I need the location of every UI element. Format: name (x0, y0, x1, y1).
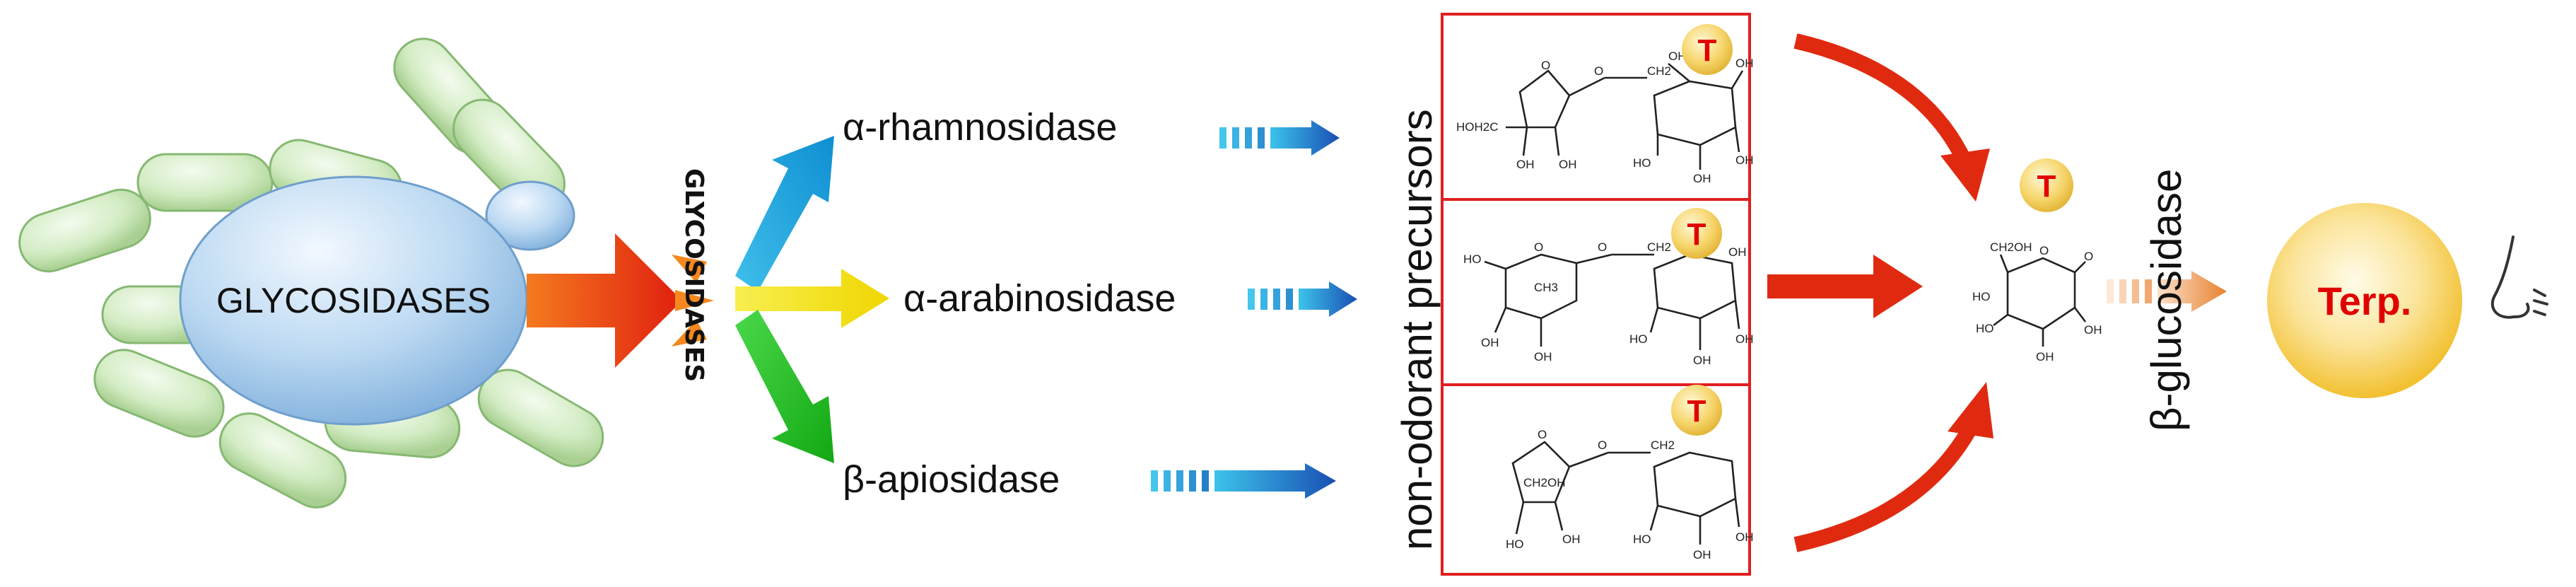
gluc-ho1: HO (1972, 290, 1991, 303)
nose-icon (2491, 236, 2548, 319)
branch-arrows (735, 136, 889, 463)
converging-arrows (1767, 33, 1994, 552)
bacterium (218, 412, 347, 508)
main-arrow (527, 233, 682, 368)
mol3-ch2oh: CH2OH (1523, 476, 1566, 489)
mol2-o2: O (1598, 240, 1607, 254)
curved-arrow-bottom (1793, 420, 1979, 552)
gluc-oh1: OH (2084, 323, 2102, 337)
gluc-o2: O (2084, 250, 2093, 263)
gluc-ho2: HO (1976, 322, 1994, 335)
terpene-marker-3: T (1671, 385, 1722, 436)
mol2-oh3: OH (1735, 332, 1754, 346)
cell-label: GLYCOSIDASES (216, 281, 491, 320)
mol3-oh2: OH (1735, 530, 1754, 544)
enzyme-label-apiosidase: β-apiosidase (843, 458, 1060, 501)
dashed-arrow-2 (1248, 281, 1357, 317)
mol3-ho1: HO (1506, 537, 1524, 551)
terpene-label: Terp. (2318, 279, 2412, 323)
mol3-ch2: CH2 (1651, 438, 1675, 452)
straight-arrow-middle (1767, 255, 1923, 318)
mol1-oh5: OH (1668, 50, 1687, 63)
mol3-o1: O (1538, 428, 1547, 441)
glucoside-molecule: CH2OH O O HO HO OH OH (1972, 240, 2102, 364)
hub-label: GLYCOSIDASES (679, 168, 708, 382)
green-branch-arrow (735, 310, 834, 463)
dashed-arrow-1 (1219, 120, 1340, 156)
terpene-marker-1: T (1682, 24, 1733, 75)
mol1-ho: HO (1633, 156, 1651, 170)
precursor-molecule-3: O CH2 O CH2OH OH HO OH HO OH (1506, 428, 1754, 562)
enzyme-label-arabinosidase: α-arabinosidase (903, 277, 1176, 320)
glucosidase-label: β-glucosidase (2143, 169, 2190, 431)
mol1-oh3: OH (1735, 153, 1754, 167)
mol3-ho2: HO (1633, 533, 1651, 546)
mol1-o1: O (1541, 59, 1550, 72)
mol2-oh1: OH (1481, 336, 1499, 349)
mol1-hoh2c: HOH2C (1456, 120, 1499, 134)
gluc-o1: O (2039, 244, 2049, 257)
mol1-oh1: OH (1559, 158, 1577, 171)
yellow-branch-arrow (735, 269, 889, 328)
svg-text:T: T (1687, 394, 1706, 429)
svg-text:T: T (2037, 169, 2056, 204)
bacteria-cluster: GLYCOSIDASES (18, 37, 604, 508)
mol1-oh4: OH (1693, 172, 1711, 185)
mol1-ch2: CH2 (1647, 64, 1671, 78)
curved-arrow-top (1793, 33, 1972, 166)
bacterium (93, 349, 225, 438)
orange-dashed-arrow (2107, 271, 2227, 312)
mol3-o2: O (1598, 438, 1607, 452)
hub-tips (672, 255, 714, 347)
budding-cell (485, 180, 575, 251)
bacterium (18, 188, 151, 273)
mol1-o2: O (1594, 64, 1603, 78)
precursor-molecule-1: O CH2 O HOH2C OH OH OH OH HO OH OH (1456, 50, 1754, 185)
mol1-oh6: OH (1735, 57, 1754, 70)
mol2-oh2: OH (1534, 350, 1552, 364)
gluc-oh2: OH (2036, 350, 2054, 364)
mol2-ch2: CH2 (1647, 240, 1671, 254)
precursors-label: non-odorant precursors (1393, 109, 1441, 550)
dashed-arrow-3 (1151, 463, 1336, 499)
mol2-oh4: OH (1693, 354, 1711, 367)
mol2-ch3: CH3 (1534, 281, 1558, 294)
terpene-marker-2: T (1671, 208, 1722, 259)
mol3-oh1: OH (1562, 533, 1581, 546)
terpene-marker-glucoside: T (2020, 158, 2073, 212)
mol1-oh2: OH (1516, 158, 1535, 171)
svg-text:T: T (1698, 33, 1717, 68)
terpene-sphere (2267, 203, 2462, 398)
mol2-ho1: HO (1463, 252, 1482, 266)
gluc-ch2oh: CH2OH (1990, 240, 2032, 254)
precursor-panels: O CH2 O HOH2C OH OH OH OH HO OH OH O CH2 (1441, 13, 1754, 576)
mol2-o1: O (1534, 240, 1543, 254)
enzyme-label-rhamnosidase: α-rhamnosidase (843, 106, 1117, 149)
mol3-oh3: OH (1693, 548, 1711, 562)
svg-text:T: T (1687, 217, 1706, 252)
mol2-oh5: OH (1728, 245, 1747, 259)
cyan-branch-arrow (735, 136, 834, 291)
mol2-ho2: HO (1629, 332, 1648, 346)
